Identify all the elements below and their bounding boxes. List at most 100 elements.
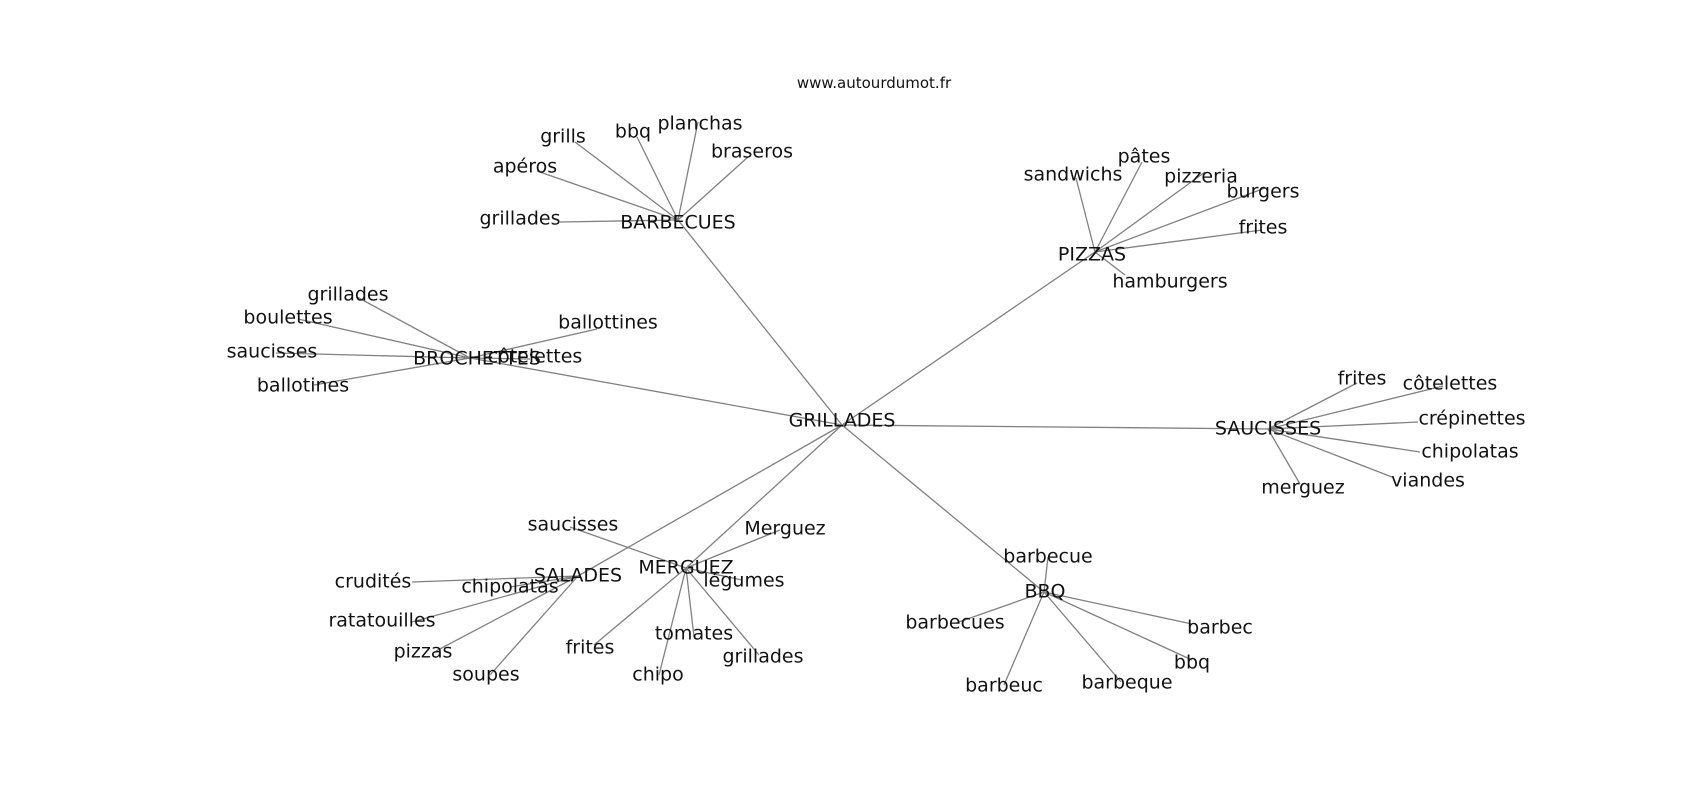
edge-salades-2 <box>411 575 579 623</box>
neighbor-label: chipolatas <box>1421 441 1518 463</box>
edge-brochettes-3 <box>313 357 471 386</box>
neighbor-label: planchas <box>657 113 742 135</box>
edge-merguez-0 <box>569 526 687 569</box>
neighbor-label: pizzeria <box>1164 166 1238 188</box>
hub-label-salades: SALADES <box>534 565 622 587</box>
neighbor-label: ballotines <box>257 375 349 397</box>
neighbor-label: crépinettes <box>1418 408 1525 430</box>
edge-merguez-3 <box>685 567 695 638</box>
neighbor-label: bbq <box>1174 652 1210 674</box>
neighbor-label: burgers <box>1226 181 1299 203</box>
neighbor-label: barbecue <box>1003 546 1092 568</box>
neighbor-label: grillades <box>722 646 803 668</box>
edge-saucisses-2 <box>1267 421 1419 430</box>
edge-pizzas-4 <box>1094 229 1263 253</box>
edge-saucisses-5 <box>1267 428 1301 485</box>
edge-bbq-3 <box>1043 591 1193 661</box>
neighbor-label: saucisses <box>528 514 619 536</box>
edge-barbecues-2 <box>677 121 699 221</box>
edge-salades-4 <box>489 575 579 676</box>
neighbor-label: barbeque <box>1081 672 1172 694</box>
edge-saucisses-1 <box>1267 385 1444 430</box>
edge-barbecues-1 <box>636 136 679 221</box>
edge-bbq-2 <box>1043 591 1193 625</box>
hub-label-saucisses: SAUCISSES <box>1215 418 1321 440</box>
edge-brochettes-0 <box>356 296 471 359</box>
neighbor-label: barbecues <box>905 612 1004 634</box>
edge-merguez-2 <box>685 567 743 581</box>
edge-saucisses-3 <box>1267 428 1421 453</box>
edge-center-saucisses <box>841 424 1269 430</box>
neighbor-label: chipolatas <box>461 576 558 598</box>
hub-label-brochettes: BROCHETTES <box>413 348 541 370</box>
hub-label-pizzas: PIZZAS <box>1058 244 1126 266</box>
neighbor-label: frites <box>566 637 615 659</box>
neighbor-label: apéros <box>493 156 557 178</box>
neighbor-label: grills <box>540 126 586 148</box>
center-word-label: GRILLADES <box>789 410 896 432</box>
edge-bbq-4 <box>1043 591 1122 683</box>
edge-merguez-1 <box>685 529 781 569</box>
edge-barbecues-3 <box>677 156 749 221</box>
edge-salades-3 <box>435 575 579 652</box>
edge-saucisses-4 <box>1267 428 1393 478</box>
neighbor-label: grillades <box>307 284 388 306</box>
neighbor-label: côtelettes <box>488 346 583 368</box>
edge-brochettes-4 <box>469 328 598 359</box>
edge-center-merguez <box>685 424 843 569</box>
edge-salades-1 <box>509 575 579 588</box>
edge-pizzas-5 <box>1094 251 1126 276</box>
edge-pizzas-3 <box>1094 187 1266 253</box>
source-credit-text: www.autourdumot.fr <box>797 74 952 92</box>
neighbor-label: pizzas <box>394 641 453 663</box>
neighbor-label: ballottines <box>558 312 658 334</box>
hub-label-barbecues: BARBECUES <box>620 212 736 234</box>
neighbor-label: sandwichs <box>1024 164 1123 186</box>
neighbor-label: frites <box>1338 368 1387 390</box>
edge-bbq-0 <box>1043 556 1049 593</box>
neighbor-label: bbq <box>615 121 651 143</box>
neighbor-label: pâtes <box>1118 146 1171 168</box>
edge-center-pizzas <box>841 251 1096 426</box>
edge-bbq-5 <box>1003 591 1045 686</box>
neighbor-label: Merguez <box>744 518 825 540</box>
edge-salades-0 <box>411 575 579 583</box>
neighbor-label: frites <box>1239 217 1288 239</box>
graph-edges <box>275 121 1444 686</box>
neighbor-label: crudités <box>335 571 412 593</box>
hub-label-bbq: BBQ <box>1024 581 1065 603</box>
edge-center-brochettes <box>469 357 843 426</box>
edge-barbecues-0 <box>574 141 679 221</box>
neighbor-label: ratatouilles <box>328 610 435 632</box>
neighbor-label: barbec <box>1187 617 1253 639</box>
neighbor-label: braseros <box>711 141 793 163</box>
neighbor-label: saucisses <box>227 341 318 363</box>
neighbor-label: viandes <box>1391 470 1465 492</box>
edge-merguez-4 <box>593 567 687 646</box>
edge-brochettes-2 <box>275 352 471 359</box>
neighbor-label: grillades <box>479 208 560 230</box>
neighbor-label: légumes <box>703 570 784 592</box>
neighbor-label: merguez <box>1261 477 1344 499</box>
edge-center-salades <box>577 424 843 577</box>
neighbor-label: chipo <box>632 664 683 686</box>
edge-center-bbq <box>841 424 1045 593</box>
edge-bbq-1 <box>955 591 1045 624</box>
edge-brochettes-5 <box>469 357 531 360</box>
neighbor-label: hamburgers <box>1112 271 1227 293</box>
edge-pizzas-0 <box>1075 177 1096 253</box>
neighbor-label: côtelettes <box>1403 373 1498 395</box>
neighbor-label: tomates <box>655 623 733 645</box>
edge-saucisses-0 <box>1267 382 1358 430</box>
edge-barbecues-5 <box>559 219 679 223</box>
edge-barbecues-4 <box>536 170 679 221</box>
graph-labels: GRILLADES BARBECUES grills bbq planchas brase… <box>227 113 1526 697</box>
edge-pizzas-1 <box>1094 161 1143 253</box>
edge-center-barbecues <box>677 219 843 426</box>
neighbor-label: boulettes <box>243 307 332 329</box>
hub-label-merguez: MERGUEZ <box>638 557 733 579</box>
neighbor-label: barbeuc <box>965 675 1043 697</box>
neighbor-label: soupes <box>452 664 519 686</box>
edge-pizzas-2 <box>1094 171 1206 253</box>
